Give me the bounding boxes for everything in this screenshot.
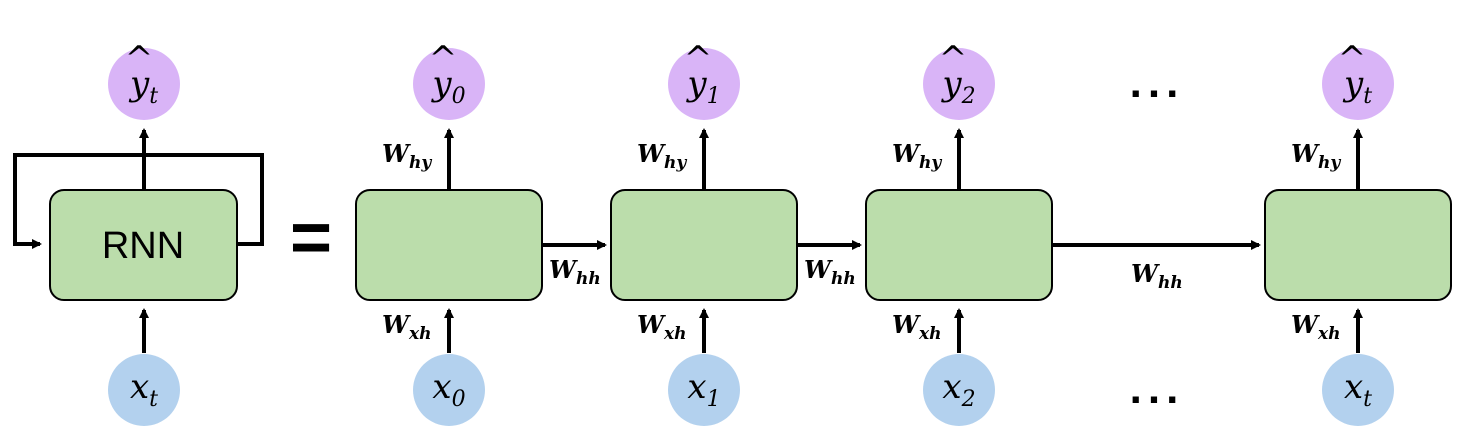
rnn-cell-label: RNN xyxy=(102,225,184,267)
output-label-2: y2 xyxy=(940,64,975,109)
output-node-t xyxy=(1322,48,1394,120)
rnn-cell-rolled xyxy=(49,189,238,301)
input-node-2 xyxy=(923,354,995,426)
output-hat-0: ^ xyxy=(429,39,458,79)
input-label-1: x1 xyxy=(687,367,720,412)
output-node-1 xyxy=(668,48,740,120)
output-label-t: yt xyxy=(1342,64,1372,109)
input-node-0 xyxy=(413,354,485,426)
weight-hy-t: Why xyxy=(1291,139,1341,173)
weight-hh-1: Whh xyxy=(804,255,856,289)
weight-hh-2: Whh xyxy=(1131,259,1183,293)
recurrent-loop-left xyxy=(13,153,144,249)
step-2: y2 ^ x2 Why Wxh Whh xyxy=(865,39,1261,426)
output-hat-rolled: ^ xyxy=(125,39,154,79)
ellipsis-bottom: ... xyxy=(1130,364,1185,413)
input-node-1 xyxy=(668,354,740,426)
weight-xh-0: Wxh xyxy=(382,310,431,344)
input-node-rolled xyxy=(108,354,180,426)
rnn-cell-0 xyxy=(355,189,543,301)
rnn-cell-1 xyxy=(610,189,798,301)
rnn-cell-t xyxy=(1264,189,1452,301)
output-node-rolled xyxy=(108,48,180,120)
input-label-0: x0 xyxy=(432,367,465,412)
weight-hy-0: Why xyxy=(382,139,432,173)
equals-sign: = xyxy=(290,198,332,278)
weight-hy-2: Why xyxy=(892,139,942,173)
input-label-2: x2 xyxy=(942,367,975,412)
output-label-rolled: yt xyxy=(128,64,158,109)
output-hat-1: ^ xyxy=(684,39,713,79)
rolled-rnn: yt ^ xt RNN xyxy=(13,39,264,426)
output-label-0: y0 xyxy=(430,64,465,109)
step-0: y0 ^ x0 Why Wxh Whh xyxy=(355,39,607,426)
input-label-t: xt xyxy=(1344,367,1372,412)
step-1: y1 ^ x1 Why Wxh Whh xyxy=(610,39,862,426)
weight-xh-1: Wxh xyxy=(637,310,686,344)
weight-xh-2: Wxh xyxy=(892,310,941,344)
output-hat-t: ^ xyxy=(1338,39,1367,79)
output-label-1: y1 xyxy=(685,64,720,109)
weight-hy-1: Why xyxy=(637,139,687,173)
output-node-0 xyxy=(413,48,485,120)
weight-hh-0: Whh xyxy=(549,255,601,289)
input-label-rolled: xt xyxy=(130,367,158,412)
step-t: yt ^ xt Why Wxh xyxy=(1264,39,1452,426)
input-node-t xyxy=(1322,354,1394,426)
ellipsis-top: ... xyxy=(1130,58,1185,107)
weight-xh-t: Wxh xyxy=(1291,310,1340,344)
output-hat-2: ^ xyxy=(939,39,968,79)
rnn-cell-2 xyxy=(865,189,1053,301)
output-node-2 xyxy=(923,48,995,120)
